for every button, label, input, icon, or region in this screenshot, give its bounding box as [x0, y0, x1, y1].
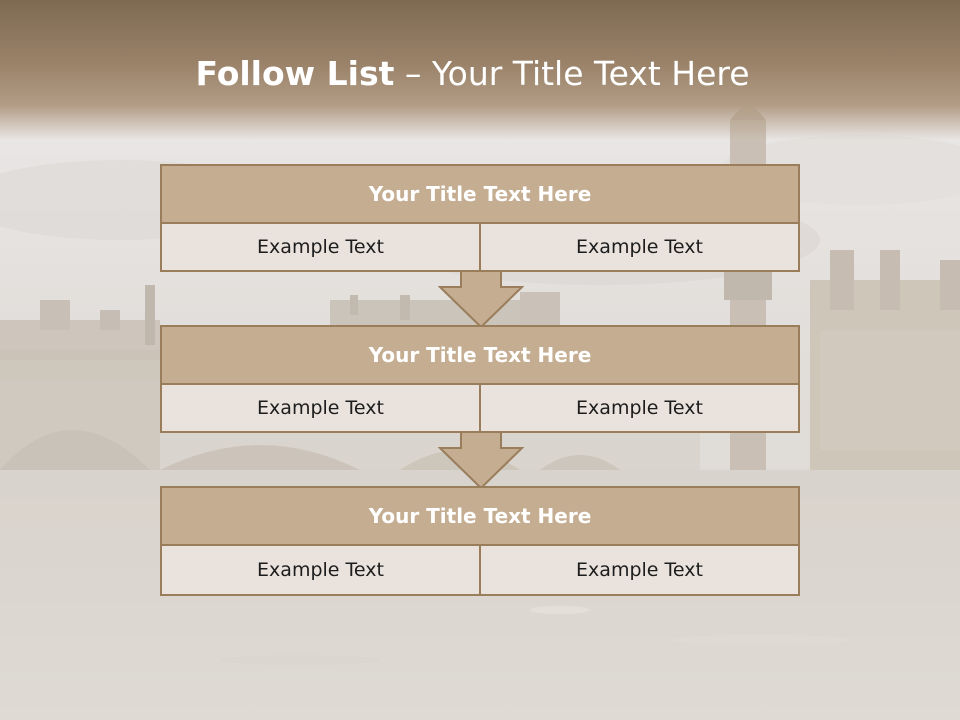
- block-cell-left: Example Text: [162, 385, 481, 431]
- block-title: Your Title Text Here: [162, 488, 798, 546]
- block-cell-right: Example Text: [576, 397, 703, 419]
- list-block-2: Your Title Text Here Example Text Exampl…: [160, 325, 800, 433]
- block-title: Your Title Text Here: [162, 166, 798, 224]
- block-row: Example Text Example Text: [162, 224, 798, 270]
- block-row: Example Text Example Text: [162, 546, 798, 594]
- down-arrow-icon: [438, 431, 524, 489]
- block-cell-right: Example Text: [576, 236, 703, 258]
- slide-title: Follow List – Your Title Text Here: [0, 54, 945, 93]
- slide-title-rest: – Your Title Text Here: [394, 54, 750, 93]
- down-arrow-icon: [438, 270, 524, 328]
- header-band: [0, 0, 960, 140]
- list-block-3: Your Title Text Here Example Text Exampl…: [160, 486, 800, 596]
- block-cell-left: Example Text: [162, 546, 481, 594]
- block-row: Example Text Example Text: [162, 385, 798, 431]
- block-title: Your Title Text Here: [162, 327, 798, 385]
- slide-title-bold: Follow List: [195, 54, 395, 93]
- block-cell-right: Example Text: [576, 559, 703, 581]
- block-cell-left: Example Text: [162, 224, 481, 270]
- list-block-1: Your Title Text Here Example Text Exampl…: [160, 164, 800, 272]
